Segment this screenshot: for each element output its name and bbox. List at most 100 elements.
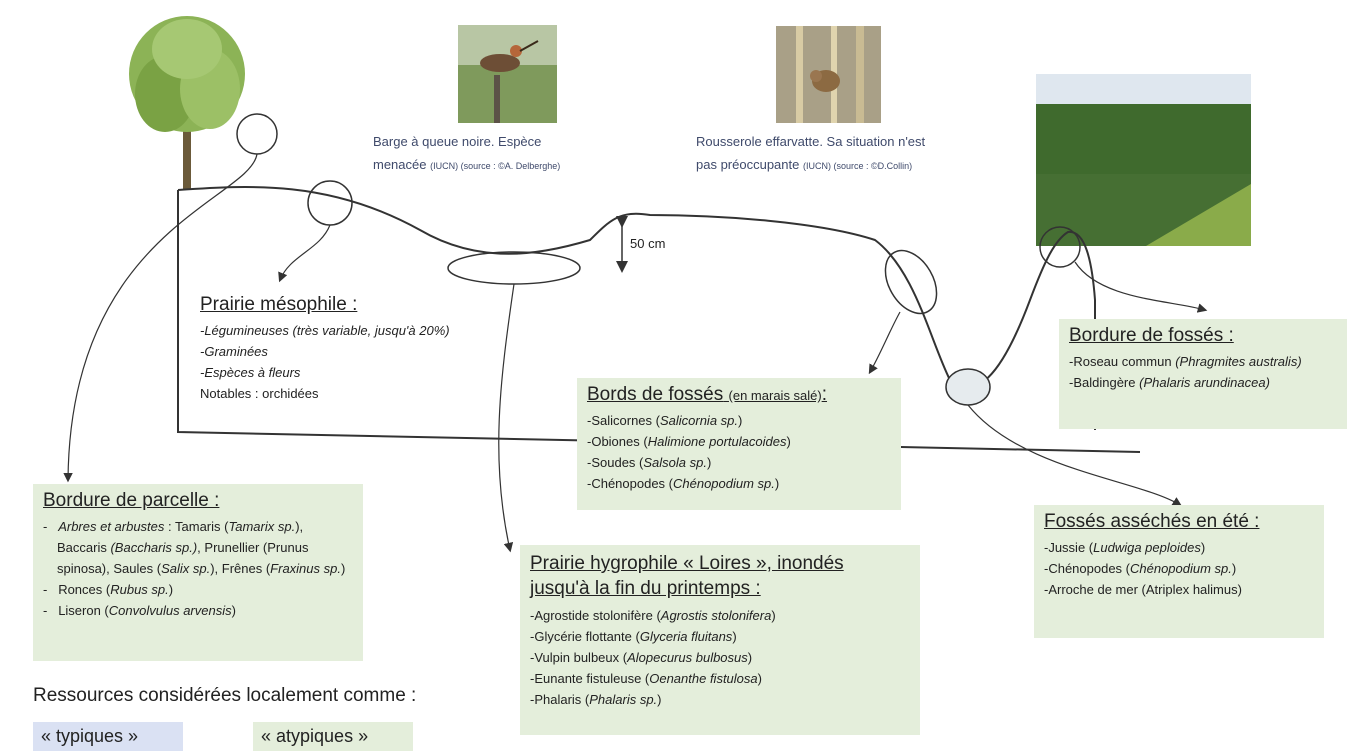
fosses-asseches-box: Fossés asséchés en été : -Jussie (Ludwig…: [1034, 505, 1324, 638]
hygrophile-highlight-ellipse: [447, 251, 581, 285]
bords-item-name: -Soudes (: [587, 455, 644, 470]
bordure-fosses-item: -Baldingère (Phalaris arundinacea): [1069, 372, 1337, 393]
bords-fosses-title-main: Bords de fossés: [587, 384, 724, 405]
mesophile-item: -Espèces à fleurs: [200, 365, 301, 380]
hygrophile-item-name: -Glycérie flottante (: [530, 629, 640, 644]
parcelle-item-latin: Rubus sp.: [110, 582, 169, 597]
legend-typical: « typiques »: [33, 722, 183, 751]
parcelle-item-end: ): [168, 582, 174, 597]
bords-fosses-box: Bords de fossés (en marais salé): -Salic…: [577, 378, 901, 510]
parcelle-item-latin: (Baccharis sp.): [110, 540, 198, 555]
hygrophile-item-latin: Glyceria fluitans: [639, 629, 733, 644]
parcelle-item-latin: Fraxinus sp.: [270, 561, 341, 576]
asseches-item-latin: Ludwiga peploides: [1093, 540, 1201, 555]
hygrophile-item-end: ): [732, 629, 737, 644]
connector-hygrophile: [498, 283, 515, 553]
bords-item: -Chénopodes (Chénopodium sp.): [587, 473, 891, 494]
asseches-item: -Arroche de mer (Atriplex halimus): [1044, 579, 1244, 600]
bordure-fosses-item-name: -Roseau commun: [1069, 354, 1176, 369]
mesophile-item: Notables : orchidées: [200, 386, 319, 401]
rousserole-caption: Rousserole effarvatte. Sa situation n'es…: [696, 130, 1026, 178]
asseches-item: -Jussie (Ludwiga peploides): [1044, 537, 1314, 558]
parcelle-item: - Liseron (Convolvulus arvensis): [43, 600, 353, 621]
bords-item: -Soudes (Salsola sp.): [587, 452, 891, 473]
hygrophile-item-latin: Alopecurus bulbosus: [627, 650, 748, 665]
hygrophile-item: -Phalaris (Phalaris sp.): [530, 689, 910, 710]
parcelle-item-prefix: -: [43, 603, 48, 618]
bords-fosses-title-small: (en marais salé): [728, 388, 822, 403]
asseches-item-end: ): [1200, 540, 1206, 555]
parcelle-item-text: ), Frênes (: [210, 561, 271, 576]
hygrophile-item: -Glycérie flottante (Glyceria fluitans): [530, 626, 910, 647]
bords-item-end: ): [774, 476, 780, 491]
hygrophile-item-name: -Eunante fistuleuse (: [530, 671, 650, 686]
bords-item-latin: Halimione portulacoides: [647, 434, 787, 449]
barge-caption-line1: Barge à queue noire. Espèce: [373, 134, 542, 149]
hygrophile-title-line1: Prairie hygrophile « Loires », inondés: [530, 553, 844, 574]
asseches-item-latin: Chénopodium sp.: [1130, 561, 1232, 576]
rousserole-caption-line1: Rousserole effarvatte. Sa situation n'es…: [696, 134, 926, 149]
hygrophile-item: -Vulpin bulbeux (Alopecurus bulbosus): [530, 647, 910, 668]
hygrophile-item-latin: Oenanthe fistulosa: [649, 671, 758, 686]
barge-caption-line2: menacée: [373, 157, 427, 172]
dry-ditch-highlight-ellipse: [945, 368, 991, 406]
barge-photo: [458, 25, 557, 123]
asseches-item-name: -Arroche de mer (Atriplex halimus): [1044, 582, 1242, 597]
parcelle-item: - Ronces (Rubus sp.): [43, 579, 353, 600]
parcelle-item-latin: Convolvulus arvensis: [108, 603, 232, 618]
mesophile-highlight-circle: [307, 180, 353, 226]
hygrophile-item-name: -Phalaris (: [530, 692, 590, 707]
bords-fosses-title-end: :: [821, 384, 828, 405]
connector-asseches: [967, 404, 1183, 507]
tree-highlight-circle: [236, 113, 278, 155]
bordure-fosses-title: Bordure de fossés :: [1069, 325, 1234, 346]
bords-item-end: ): [706, 455, 712, 470]
prairie-mesophile-box: Prairie mésophile : -Légumineuses (très …: [190, 288, 550, 410]
hygrophile-item-end: ): [657, 692, 662, 707]
connector-mesophile: [278, 224, 331, 283]
prairie-mesophile-title: Prairie mésophile :: [200, 294, 358, 315]
barge-caption: Barge à queue noire. Espèce menacée (IUC…: [373, 130, 673, 178]
fosses-asseches-title: Fossés asséchés en été :: [1044, 511, 1260, 532]
bords-item-name: -Obiones (: [587, 434, 648, 449]
ground-profile-line: [177, 185, 1096, 430]
bordure-parcelle-box: Bordure de parcelle : - Arbres et arbust…: [33, 484, 363, 661]
bordure-parcelle-title: Bordure de parcelle :: [43, 490, 220, 511]
bords-item-name: -Salicornes (: [587, 413, 660, 428]
asseches-item-name: -Jussie (: [1044, 540, 1094, 555]
bords-item-end: ): [738, 413, 743, 428]
connector-bords: [868, 311, 901, 375]
bordure-fosses-item-name: -Baldingère: [1069, 375, 1140, 390]
reed-photo: [1036, 74, 1251, 246]
parcelle-item-prefix: -: [43, 519, 48, 534]
reed-highlight-circle: [1039, 226, 1081, 268]
parcelle-item-text: ): [340, 561, 346, 576]
bords-item: -Obiones (Halimione portulacoides): [587, 431, 891, 452]
bords-item-latin: Chénopodium sp.: [673, 476, 775, 491]
asseches-item-name: -Chénopodes (: [1044, 561, 1130, 576]
parcelle-item-latin: Tamarix sp.: [228, 519, 296, 534]
bordure-fosses-box: Bordure de fossés : -Roseau commun (Phra…: [1059, 319, 1347, 429]
parcelle-item-prefix: -: [43, 582, 48, 597]
asseches-item-end: ): [1231, 561, 1237, 576]
saline-highlight-ellipse: [884, 249, 938, 315]
hygrophile-item: -Eunante fistuleuse (Oenanthe fistulosa): [530, 668, 910, 689]
bordure-fosses-item: -Roseau commun (Phragmites australis): [1069, 351, 1337, 372]
hygrophile-item: -Agrostide stolonifère (Agrostis stoloni…: [530, 605, 910, 626]
hygrophile-item-end: ): [757, 671, 762, 686]
hygrophile-item-end: ): [771, 608, 776, 623]
rousserole-caption-line2: pas préoccupante: [696, 157, 800, 172]
mesophile-item: -Graminées: [200, 344, 268, 359]
parcelle-item-end: ): [231, 603, 236, 618]
legend-atypical: « atypiques »: [253, 722, 413, 751]
connector-parcelle: [63, 153, 258, 483]
willow-tree-image: [125, 14, 255, 189]
parcelle-item-text: , Prunellier (Prunus spinosa), Saules (: [57, 540, 309, 576]
hygrophile-item-name: -Agrostide stolonifère (: [530, 608, 661, 623]
height-label: 50 cm: [630, 236, 666, 251]
hygrophile-item-name: -Vulpin bulbeux (: [530, 650, 628, 665]
connector-bordure-fosses: [1074, 261, 1208, 313]
parcelle-item-name: Ronces (: [58, 582, 111, 597]
legend-title: Ressources considérées localement comme …: [33, 685, 417, 706]
